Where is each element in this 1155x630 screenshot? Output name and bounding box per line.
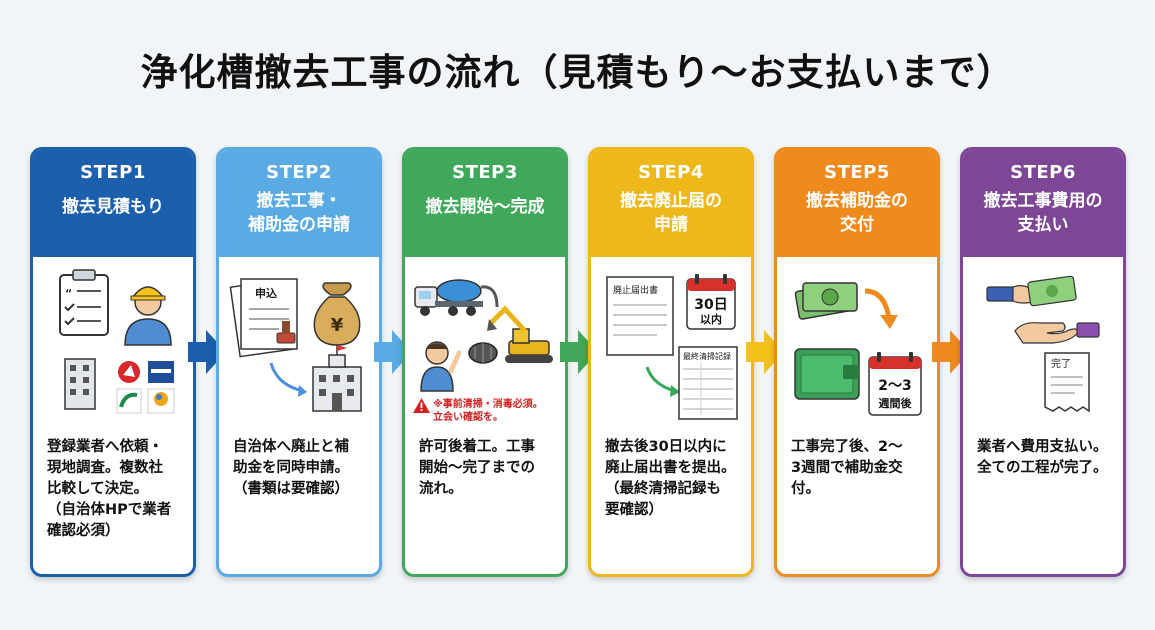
flow-arrow-icon (864, 288, 892, 320)
vacuum-truck-icon (414, 279, 499, 316)
step-header-2: STEP2 撤去工事・ 補助金の申請 (219, 150, 379, 257)
step-header-4: STEP4 撤去廃止届の 申請 (591, 150, 751, 257)
step-title-5: 撤去補助金の 交付 (806, 191, 908, 235)
calendar-icon: 30日 以内 (686, 274, 736, 330)
wallet-icon (794, 348, 860, 400)
abolition-form-icon: 廃止届出書 (606, 276, 674, 356)
warning-icon (413, 398, 430, 413)
step-desc-5: 工事完了後、2〜 3週間で補助金交 付。 (791, 439, 903, 497)
step-title-3: 撤去開始〜完成 (425, 197, 545, 217)
step-illustration-6: 完了 (963, 257, 1123, 437)
abolition-form-label: 廃止届出書 (613, 284, 658, 296)
step-header-1: STEP1 撤去見積もり (33, 150, 193, 257)
septic-tank-icon (468, 342, 498, 364)
cleaning-record-icon: 最終清掃記録 (678, 346, 738, 420)
step-label-3: STEP3 (452, 162, 518, 183)
calendar-icon: 2〜3 週間後 (868, 352, 922, 416)
step-desc-1: 登録業者へ依頼・ 現地調査。複数社 比較して決定。 （自治体HPで業者 確認必須… (47, 439, 172, 539)
days-30-label: 30日 (694, 297, 727, 313)
step-title-2: 撤去工事・ 補助金の申請 (248, 191, 350, 235)
within-label: 以内 (700, 312, 722, 326)
step-desc-3: 許可後着工。工事 開始〜完了までの 流れ。 (419, 439, 535, 497)
step-desc-4: 撤去後30日以内に 廃止届出書を提出。 （最終清掃記録も 要確認） (605, 439, 736, 518)
city-hall-icon (312, 345, 362, 412)
application-document-icon: 申込 (229, 278, 298, 358)
arrow-right-icon (746, 330, 784, 374)
step-label-6: STEP6 (1010, 162, 1076, 183)
step-card-1: STEP1 撤去見積もり “ (30, 147, 196, 577)
step-label-1: STEP1 (80, 162, 146, 183)
money-bag-icon: ¥ (313, 282, 361, 346)
application-label: 申込 (255, 286, 277, 300)
warning-text: ※事前清掃・消毒必須。 立会い確認を。 (433, 399, 543, 423)
clipboard-icon: “ (59, 269, 109, 336)
step-illustration-4: 廃止届出書 30日 以内 最終清掃記録 (591, 257, 751, 437)
step-title-4: 撤去廃止届の 申請 (620, 191, 722, 235)
arrow-right-icon (374, 330, 412, 374)
weeks-after-label: 週間後 (879, 396, 913, 410)
hand-giving-money-icon (986, 275, 1077, 307)
receipt-icon: 完了 (1044, 352, 1090, 413)
step-card-3: STEP3 撤去開始〜完成 (402, 147, 568, 577)
step-illustration-5: 2〜3 週間後 (777, 257, 937, 437)
step-title-1: 撤去見積もり (62, 197, 164, 217)
cleaning-record-label: 最終清掃記録 (683, 351, 731, 361)
step-card-2: STEP2 撤去工事・ 補助金の申請 申込 ¥ (216, 147, 382, 577)
step-card-4: STEP4 撤去廃止届の 申請 廃止届出書 30日 以内 (588, 147, 754, 577)
step-header-3: STEP3 撤去開始〜完成 (405, 150, 565, 257)
complete-label: 完了 (1051, 357, 1071, 370)
step-illustration-3: ※事前清掃・消毒必須。 立会い確認を。 (405, 257, 565, 437)
company-logos-icon (116, 361, 175, 414)
worker-icon (124, 286, 172, 346)
flow-arrow-icon (645, 366, 676, 393)
arrow-right-icon (560, 330, 598, 374)
step-illustration-1: “ (33, 257, 193, 437)
arrow-right-icon (932, 330, 970, 374)
step-label-4: STEP4 (638, 162, 704, 183)
flow-arrow-icon (269, 362, 304, 393)
step-header-6: STEP6 撤去工事費用の 支払い (963, 150, 1123, 257)
banknotes-icon (794, 282, 858, 320)
arrow-right-icon (188, 330, 226, 374)
step-label-2: STEP2 (266, 162, 332, 183)
step-card-5: STEP5 撤去補助金の 交付 2〜3 週間後 (774, 147, 940, 577)
step-header-5: STEP5 撤去補助金の 交付 (777, 150, 937, 257)
yen-label: ¥ (331, 315, 344, 336)
step-illustration-2: 申込 ¥ (219, 257, 379, 437)
worker-pointing-icon (420, 341, 462, 392)
step-title-6: 撤去工事費用の 支払い (983, 191, 1103, 235)
step-card-6: STEP6 撤去工事費用の 支払い 完了 業者へ費用支払い。 全ての工 (960, 147, 1126, 577)
step-desc-2: 自治体へ廃止と補 助金を同時申請。 （書類は要確認） (233, 439, 349, 497)
page-title: 浄化槽撤去工事の流れ（見積もり〜お支払いまで） (140, 51, 1015, 94)
svg-text:“: “ (65, 287, 72, 300)
building-icon (64, 358, 96, 410)
step-desc-6: 業者へ費用支払い。 全ての工程が完了。 (977, 439, 1108, 476)
weeks-label: 2〜3 (878, 378, 911, 394)
step-label-5: STEP5 (824, 162, 890, 183)
excavator-icon (487, 305, 553, 363)
hand-receiving-icon (1014, 322, 1100, 344)
